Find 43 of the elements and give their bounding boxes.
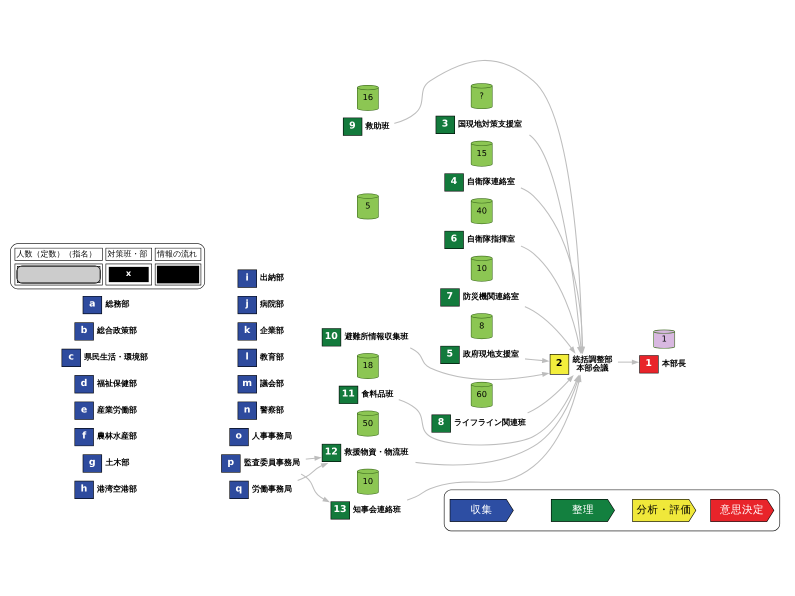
label: x <box>126 268 132 278</box>
node-label: 政府現地支援室 <box>462 348 519 359</box>
node-label: 監査委員事務局 <box>244 457 300 468</box>
node-label: 避難所情報収集班 <box>344 330 408 341</box>
node-label: 防災機関連絡室 <box>462 291 519 302</box>
node-label: 本部会議 <box>576 362 608 372</box>
legend-label: 情報の流れ <box>156 248 197 258</box>
node-label: 警察部 <box>260 404 284 414</box>
arrow <box>306 456 322 461</box>
node-label: 本部長 <box>662 358 686 368</box>
arrow <box>618 360 640 365</box>
cluster <box>444 490 780 532</box>
node-label: 自衛隊連絡室 <box>467 176 516 186</box>
legend-label: 対策班・部 <box>108 248 148 258</box>
node-label: 福祉保健部 <box>97 378 138 388</box>
node-label: 教育部 <box>260 351 284 362</box>
node-label: 救助班 <box>366 120 390 130</box>
node-label: 人事事務局 <box>252 430 292 441</box>
arrow <box>524 306 576 354</box>
node-label: 産業労働部 <box>97 404 138 414</box>
node-label: 出納部 <box>260 272 284 282</box>
node-label: ライフライン関連班 <box>454 417 526 428</box>
node-label: 企業部 <box>260 325 284 336</box>
node-label: 総合政策部 <box>97 325 138 336</box>
node-label: 労働事務局 <box>252 483 292 494</box>
node-label: 総務部 <box>105 298 130 309</box>
arrow <box>300 474 330 502</box>
node-label: 国現地対策支援室 <box>458 118 522 128</box>
arrow <box>527 375 574 414</box>
legend-label: 人数（定数）（指名） <box>16 248 97 258</box>
node-label: 自衛隊指揮室 <box>467 234 516 244</box>
node-label: 病院部 <box>260 298 284 309</box>
arrow <box>524 358 550 364</box>
node-label: 統括調整部 <box>572 354 612 364</box>
node-label: 救援物資・物流班 <box>344 446 408 456</box>
node-label: 港湾空港部 <box>97 483 138 494</box>
arrow <box>297 462 328 481</box>
node-label: 知事会連絡班 <box>353 504 402 514</box>
node-label: 土木部 <box>105 457 130 468</box>
node-label: 農林水産部 <box>97 430 138 441</box>
node-label: 食料品班 <box>361 388 394 398</box>
node-label: 県民生活・環境部 <box>84 351 148 362</box>
node-label: 議会部 <box>260 378 284 388</box>
